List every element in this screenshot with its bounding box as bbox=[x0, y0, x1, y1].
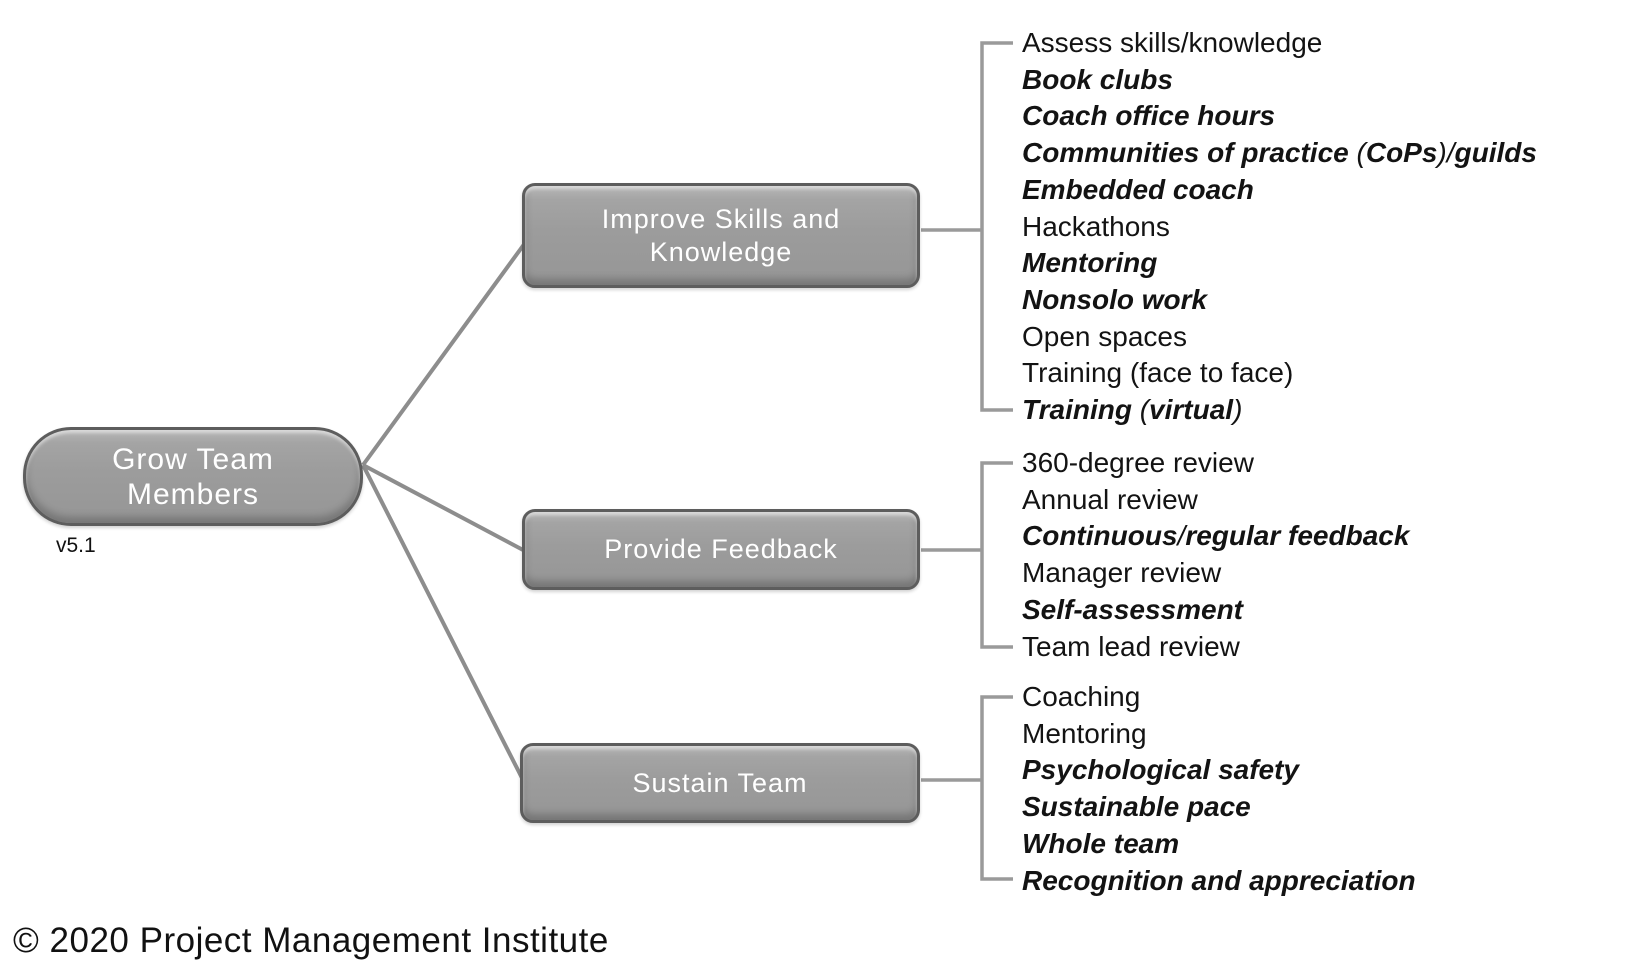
branch-item: Coaching bbox=[1022, 681, 1141, 712]
node-sustain-team-label: Sustain Team bbox=[632, 767, 808, 798]
node-provide-feedback: Provide Feedback bbox=[522, 509, 920, 590]
bracket-provide-feedback bbox=[921, 461, 1013, 649]
branch-item: Communities of practice (CoPs)/guilds bbox=[1022, 137, 1537, 169]
node-provide-feedback-label: Provide Feedback bbox=[604, 534, 838, 564]
branch-item: Nonsolo work bbox=[1022, 283, 1208, 315]
node-improve-skills-label: Improve Skills and Knowledge bbox=[601, 203, 841, 267]
branch-item: Training (face to face) bbox=[1022, 357, 1294, 389]
node-grow-team-members: Grow Team Members bbox=[23, 427, 363, 526]
node-grow-team-members-label: Grow Team Members bbox=[112, 442, 274, 511]
branch-item: Whole team bbox=[1022, 827, 1180, 859]
branch-item: Assess skills/knowledge bbox=[1022, 27, 1323, 58]
node-improve-skills-and-knowledge: Improve Skills and Knowledge bbox=[522, 183, 920, 288]
branch-item: Manager review bbox=[1022, 557, 1222, 589]
branch-item: Sustainable pace bbox=[1022, 791, 1251, 823]
branch-item: Psychological safety bbox=[1022, 754, 1300, 786]
branch-item: Embedded coach bbox=[1022, 173, 1254, 205]
branch-item: Annual review bbox=[1022, 483, 1198, 515]
bracket-sustain-team bbox=[921, 695, 1013, 881]
branch-item: 360-degree review bbox=[1022, 447, 1254, 478]
root-to-branch-connectors bbox=[361, 241, 527, 779]
branch-item: Continuous/regular feedback bbox=[1022, 520, 1410, 552]
branch-item: Coach office hours bbox=[1022, 100, 1276, 132]
branch-item: Self-assessment bbox=[1022, 593, 1244, 625]
branch-item: Open spaces bbox=[1022, 320, 1187, 352]
bracket-improve-skills bbox=[921, 41, 1013, 412]
branch-item: Training (virtual) bbox=[1022, 394, 1243, 426]
branch-item: Hackathons bbox=[1022, 210, 1170, 242]
branch-item: Team lead review bbox=[1022, 630, 1240, 662]
branch-item: Recognition and appreciation bbox=[1022, 864, 1416, 896]
version-label: v5.1 bbox=[56, 534, 96, 557]
branch-item: Mentoring bbox=[1022, 717, 1147, 749]
copyright-notice: © 2020 Project Management Institute bbox=[13, 921, 609, 960]
node-sustain-team: Sustain Team bbox=[520, 743, 920, 823]
branch-item: Mentoring bbox=[1022, 247, 1158, 279]
branch-item: Book clubs bbox=[1022, 63, 1173, 95]
